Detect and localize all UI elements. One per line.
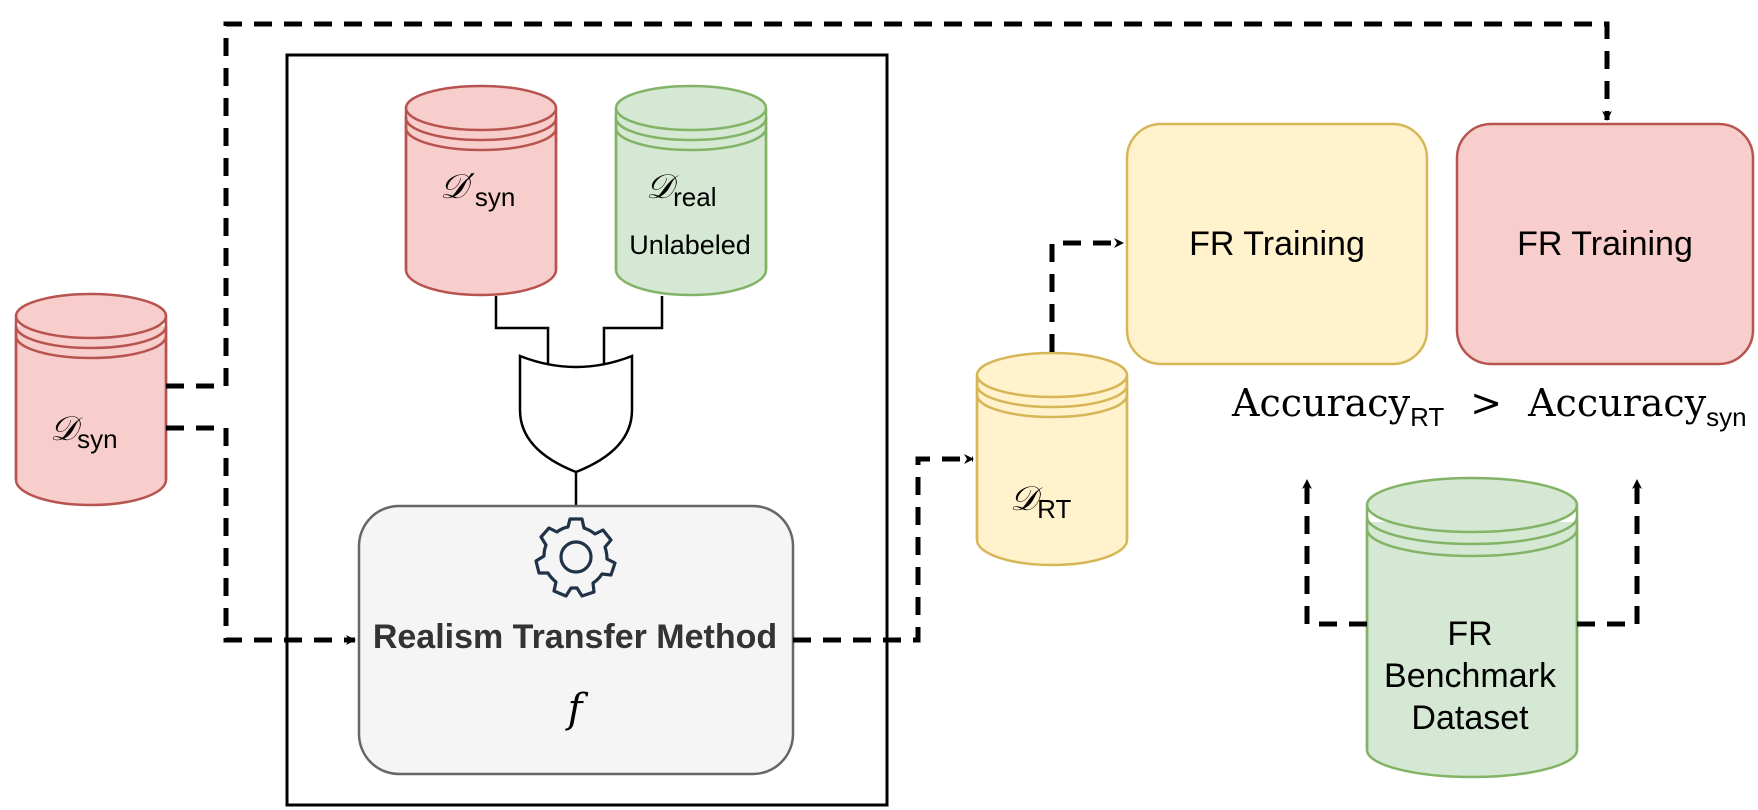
connector-syn-prime-to-gate: [494, 296, 550, 366]
svg-text:AccuracyRT>Accuracysyn: AccuracyRT>Accuracysyn: [1231, 381, 1747, 432]
d-syn-sub: syn: [77, 424, 117, 454]
or-gate: [518, 354, 634, 474]
d-syn-prime-sub: syn: [475, 182, 515, 212]
fr-training-left-box: [1125, 122, 1429, 366]
fr-training-left-label: FR Training: [1189, 225, 1365, 263]
realism-transfer-container: [285, 53, 889, 807]
d-real-note: Unlabeled: [629, 230, 751, 260]
arrow-syn-to-rt-method: [166, 425, 356, 645]
accuracy-right: Accuracy: [1527, 381, 1707, 425]
arrow-syn-to-fr-training-right: [166, 21, 1612, 389]
accuracy-left: Accuracy: [1231, 381, 1411, 425]
benchmark-line-1: FR: [1447, 615, 1492, 653]
fr-training-right-label: FR Training: [1517, 225, 1693, 263]
accuracy-left-sub: RT: [1410, 402, 1444, 432]
d-real-cylinder: 𝒟real Unlabeled: [614, 84, 768, 297]
arrow-benchmark-to-accuracy-left: [1302, 479, 1367, 627]
svg-text:𝒟′syn: 𝒟′syn: [440, 167, 515, 212]
rt-method-title: Realism Transfer Method: [373, 618, 777, 656]
benchmark-line-3: Dataset: [1411, 699, 1529, 737]
d-syn-prime-symbol: 𝒟′: [440, 167, 475, 207]
arrow-d-rt-to-fr-training-left: [1049, 238, 1124, 352]
d-syn-cylinder: 𝒟syn: [14, 292, 168, 507]
fr-benchmark-cylinder: FR Benchmark Dataset: [1365, 476, 1579, 779]
d-rt-sub: RT: [1037, 494, 1071, 524]
arrow-rt-method-to-d-rt: [793, 454, 974, 643]
connector-real-to-gate: [602, 296, 664, 366]
accuracy-op: >: [1470, 381, 1502, 425]
benchmark-line-2: Benchmark: [1384, 657, 1557, 695]
arrow-benchmark-to-accuracy-right: [1577, 479, 1642, 627]
accuracy-right-sub: syn: [1706, 402, 1746, 432]
d-real-sub: real: [673, 182, 716, 212]
d-syn-prime-cylinder: 𝒟′syn: [404, 84, 558, 297]
d-rt-cylinder: 𝒟RT: [975, 351, 1129, 567]
fr-training-right-box: [1455, 122, 1755, 366]
gear-icon: [534, 517, 617, 598]
